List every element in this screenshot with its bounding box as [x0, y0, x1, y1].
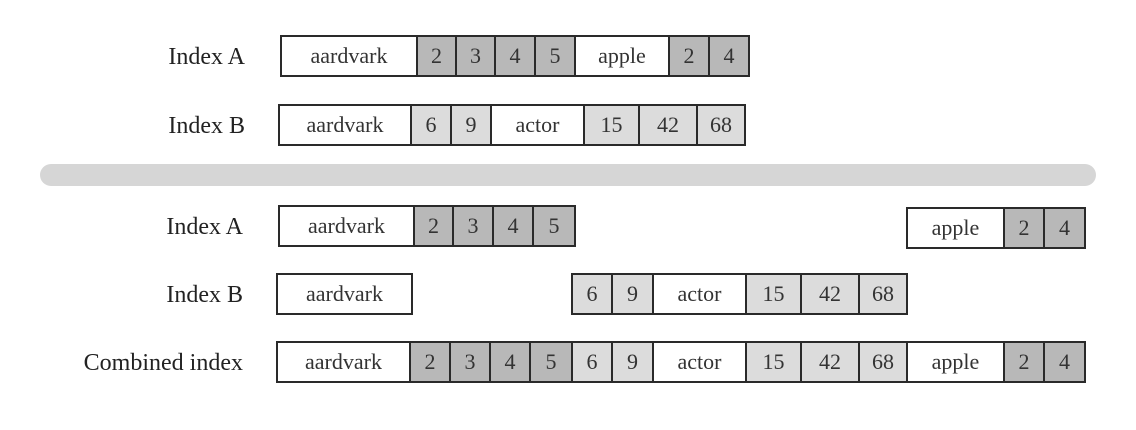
term-cell: actor [652, 273, 747, 315]
posting-cell: 68 [858, 273, 908, 315]
term-cell: aardvark [278, 205, 415, 247]
posting-cell: 15 [745, 273, 802, 315]
posting-cell: 3 [449, 341, 491, 383]
term-cell: aardvark [280, 35, 418, 77]
term-cell: actor [490, 104, 585, 146]
posting-cell: 9 [611, 273, 654, 315]
posting-cell: 2 [1003, 341, 1045, 383]
posting-cell: 68 [696, 104, 746, 146]
posting-cell: 5 [532, 205, 576, 247]
term-cell: aardvark [276, 273, 413, 315]
posting-cell: 6 [571, 273, 613, 315]
term-cell: apple [574, 35, 670, 77]
label-index-b-top: Index B [168, 113, 245, 139]
posting-cell: 5 [529, 341, 573, 383]
term-cell: apple [906, 207, 1005, 249]
posting-cell: 4 [494, 35, 536, 77]
posting-cell: 15 [745, 341, 802, 383]
term-cell: apple [906, 341, 1005, 383]
posting-cell: 4 [492, 205, 534, 247]
section-divider [40, 164, 1096, 186]
posting-cell: 3 [452, 205, 494, 247]
posting-cell: 68 [858, 341, 908, 383]
posting-cell: 2 [409, 341, 451, 383]
posting-cell: 2 [416, 35, 457, 77]
posting-cell: 2 [413, 205, 454, 247]
posting-cell: 5 [534, 35, 576, 77]
posting-cell: 42 [800, 273, 860, 315]
label-index-b-bottom: Index B [166, 282, 243, 308]
posting-cell: 2 [1003, 207, 1045, 249]
label-index-a-bottom: Index A [166, 214, 243, 240]
label-index-a-top: Index A [168, 44, 245, 70]
posting-cell: 9 [611, 341, 654, 383]
posting-cell: 42 [638, 104, 698, 146]
posting-cell: 3 [455, 35, 496, 77]
term-cell: aardvark [276, 341, 411, 383]
posting-cell: 4 [1043, 341, 1086, 383]
term-cell: aardvark [278, 104, 412, 146]
posting-cell: 6 [571, 341, 613, 383]
posting-cell: 4 [1043, 207, 1086, 249]
posting-cell: 4 [489, 341, 531, 383]
posting-cell: 15 [583, 104, 640, 146]
posting-cell: 9 [450, 104, 492, 146]
term-cell: actor [652, 341, 747, 383]
label-combined-index: Combined index [83, 350, 243, 376]
posting-cell: 6 [410, 104, 452, 146]
posting-cell: 2 [668, 35, 710, 77]
posting-cell: 42 [800, 341, 860, 383]
posting-cell: 4 [708, 35, 750, 77]
